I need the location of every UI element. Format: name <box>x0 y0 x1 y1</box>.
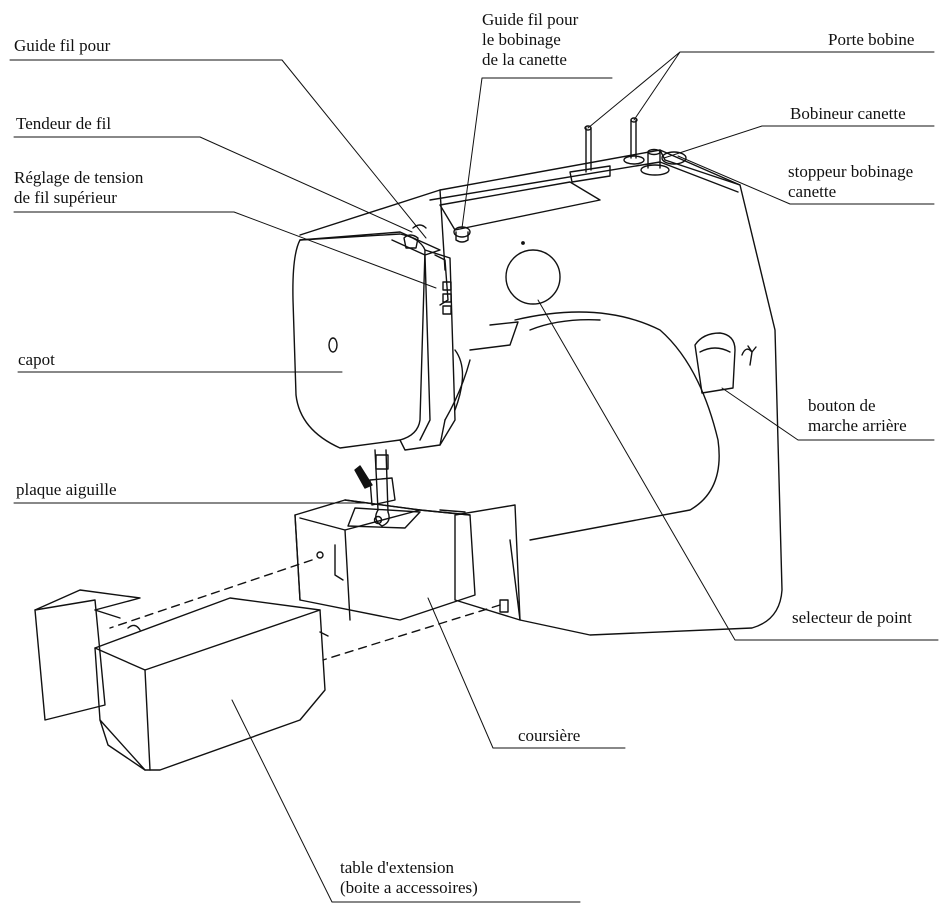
needle-area <box>354 449 396 527</box>
label-stoppeur-line2: canette <box>788 182 837 201</box>
label-guide-fil-pour: Guide fil pour <box>14 36 111 55</box>
label-reglage-tension-line1: Réglage de tension <box>14 168 144 187</box>
label-guide-fil-bobinage-line1: Guide fil pour <box>482 10 579 29</box>
label-bouton-line2: marche arrière <box>808 416 907 435</box>
reverse-button <box>694 332 757 394</box>
leader-selecteur <box>537 299 939 641</box>
spool-area <box>439 117 687 243</box>
label-guide-fil-bobinage-line3: de la canette <box>482 50 567 69</box>
label-table-extension: table d'extension (boite a accessoires) <box>340 858 478 898</box>
leader-tendeur <box>13 136 413 233</box>
leader-guide-fil-pour <box>9 59 427 239</box>
leader-bobineur <box>663 125 935 159</box>
leader-table <box>231 699 581 903</box>
leader-stoppeur <box>677 155 935 205</box>
free-arm <box>294 499 509 621</box>
machine-body <box>299 149 783 636</box>
label-table-extension-line2: (boite a accessoires) <box>340 878 478 897</box>
label-coursiere: coursière <box>518 726 581 745</box>
extension-table <box>34 559 501 771</box>
leader-guide-fil-bobinage <box>461 77 613 229</box>
label-selecteur-de-point: selecteur de point <box>792 608 912 627</box>
label-guide-fil-bobinage: Guide fil pour le bobinage de la canette <box>482 10 578 70</box>
stitch-selector-dial <box>505 241 561 305</box>
label-stoppeur-bobinage: stoppeur bobinage canette <box>788 162 913 202</box>
leader-reglage <box>13 211 437 289</box>
label-plaque-aiguille: plaque aiguille <box>16 480 117 499</box>
label-table-extension-line1: table d'extension <box>340 858 455 877</box>
label-bouton-marche-arriere: bouton de marche arrière <box>808 396 907 436</box>
label-tendeur-de-fil: Tendeur de fil <box>16 114 112 133</box>
label-capot: capot <box>18 350 55 369</box>
leader-coursiere <box>427 597 626 749</box>
leader-bouton <box>721 387 935 441</box>
head-cover <box>292 224 471 451</box>
leader-porte-bobine <box>587 51 935 129</box>
label-bobineur-canette: Bobineur canette <box>790 104 906 123</box>
label-bouton-line1: bouton de <box>808 396 876 415</box>
label-reglage-tension: Réglage de tension de fil supérieur <box>14 168 143 208</box>
label-stoppeur-line1: stoppeur bobinage <box>788 162 914 181</box>
leader-lines <box>9 51 939 903</box>
label-reglage-tension-line2: de fil supérieur <box>14 188 117 207</box>
label-porte-bobine: Porte bobine <box>828 30 915 49</box>
label-guide-fil-bobinage-line2: le bobinage <box>482 30 561 49</box>
